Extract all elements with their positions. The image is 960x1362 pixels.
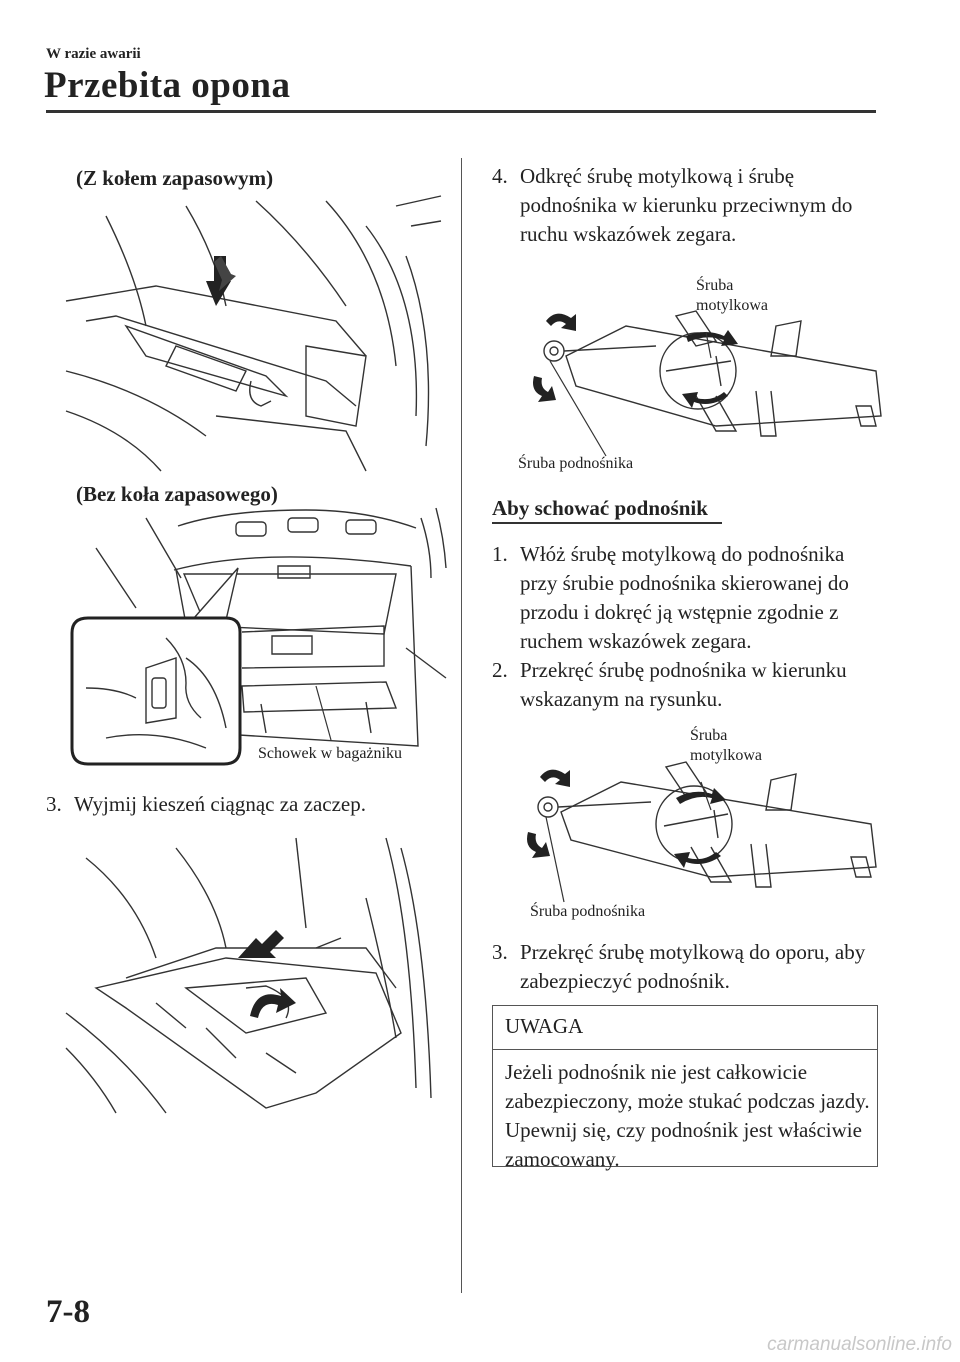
illustration-jack-loosen: [533, 296, 886, 444]
label-wing-bolt-2b: motylkowa: [690, 747, 762, 764]
step-text: Przekręć śrubę podnośnika w kierunku wsk…: [520, 658, 847, 711]
subheading-rule: [492, 522, 722, 524]
subheading-store-jack: Aby schować podnośnik: [492, 496, 708, 520]
step-text: Włóż śrubę motylkową do podnośnika przy …: [520, 542, 849, 653]
illustration-remove-pocket: [66, 838, 441, 1118]
step-number: 1.: [492, 542, 508, 566]
page-title: Przebita opona: [44, 65, 291, 106]
step-text: Odkręć śrubę motylkową i śrubę podnośnik…: [520, 164, 853, 246]
label-luggage-storage: Schowek w bagażniku: [258, 745, 402, 762]
illustration-luggage-compartment: [66, 508, 446, 773]
step-number: 3.: [492, 940, 508, 964]
store-step-1: 1. Włóż śrubę motylkową do podnośnika pr…: [492, 540, 876, 656]
caption-with-spare: (Z kołem zapasowym): [76, 166, 274, 190]
step-number: 2.: [492, 658, 508, 682]
note-box: UWAGA Jeżeli podnośnik nie jest całkowic…: [492, 1005, 878, 1171]
store-step-2: 2. Przekręć śrubę podnośnika w kierunku …: [492, 656, 876, 714]
step-number: 4.: [492, 164, 508, 188]
label-wing-bolt-2a: Śruba: [690, 727, 728, 744]
illustration-jack-stow: [527, 752, 886, 892]
step-3-left: 3. Wyjmij kieszeń ciągnąc za zaczep.: [46, 790, 446, 819]
illustration-spare-wheel-tray: [66, 196, 441, 471]
note-body: Jeżeli podnośnik nie jest całkowicie zab…: [505, 1060, 870, 1171]
label-jack-screw-2: Śruba podnośnika: [530, 903, 646, 920]
label-wing-bolt-1b: motylkowa: [696, 297, 768, 314]
label-jack-screw-1: Śruba podnośnika: [518, 455, 634, 472]
note-separator: [493, 1049, 877, 1050]
caption-without-spare: (Bez koła zapasowego): [76, 482, 278, 506]
note-title: UWAGA: [505, 1014, 584, 1038]
section-label: W razie awarii: [46, 46, 141, 62]
step-text: Przekręć śrubę motylkową do oporu, aby z…: [520, 940, 866, 993]
watermark: carmanualsonline.info: [767, 1334, 952, 1355]
label-wing-bolt-1a: Śruba: [696, 277, 734, 294]
step-number: 3.: [46, 792, 62, 816]
title-rule: [46, 110, 876, 113]
step-4: 4. Odkręć śrubę motylkową i śrubę podnoś…: [492, 162, 876, 249]
column-divider: [461, 158, 462, 1293]
step-text: Wyjmij kieszeń ciągnąc za zaczep.: [74, 792, 366, 816]
store-step-3: 3. Przekręć śrubę motylkową do oporu, ab…: [492, 938, 876, 996]
page-number: 7-8: [46, 1294, 90, 1330]
